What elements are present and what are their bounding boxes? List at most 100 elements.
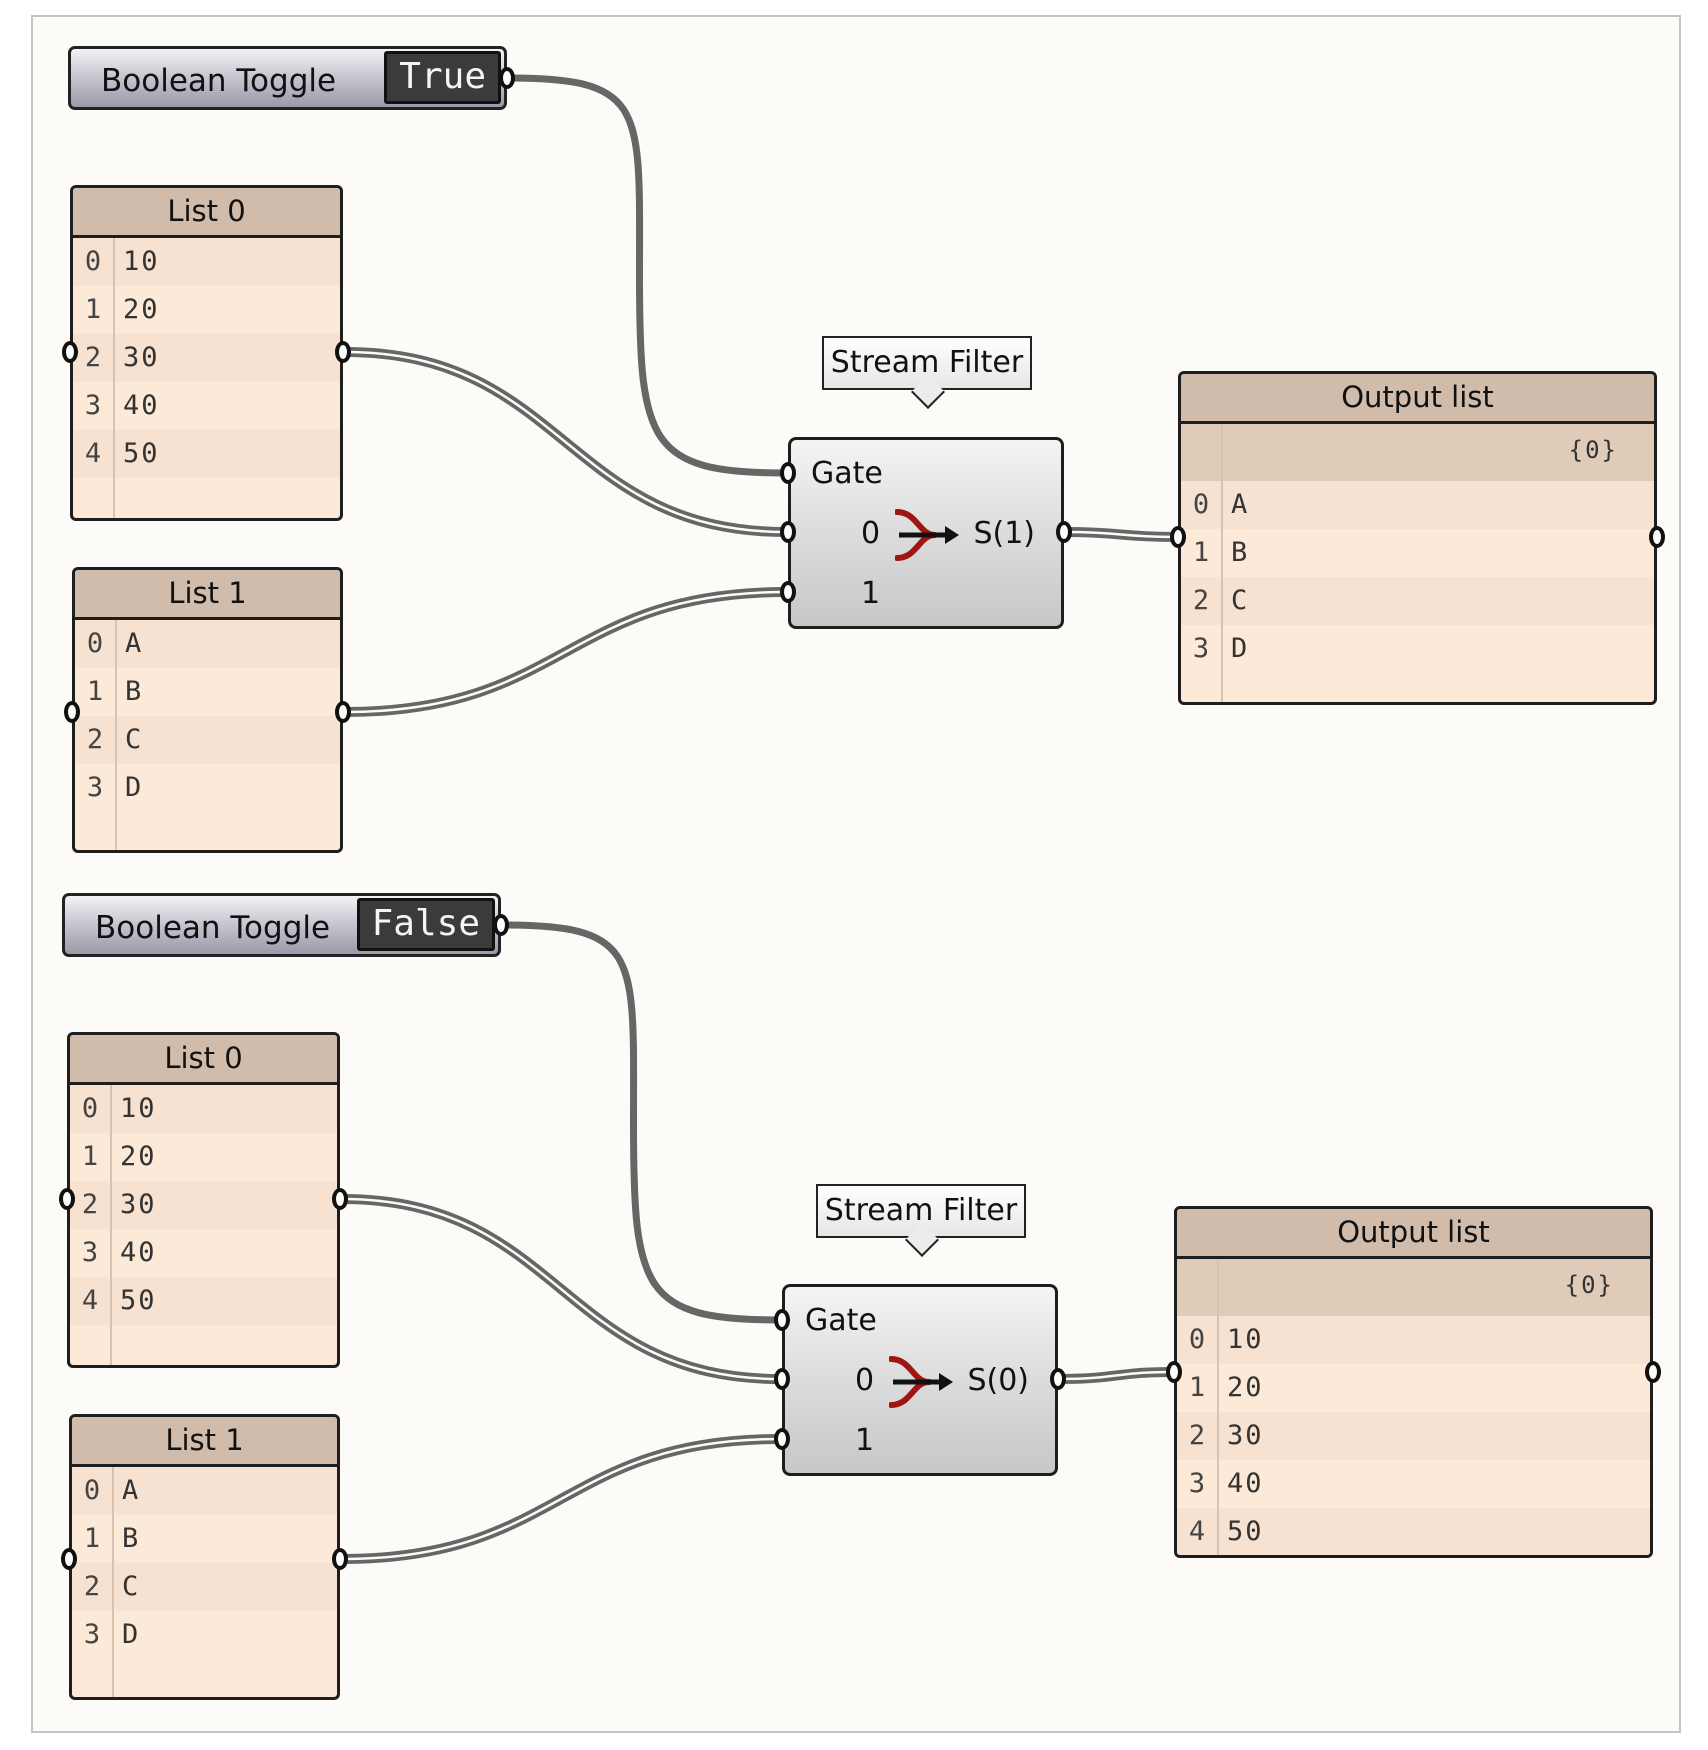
stream-output-label: S(1) <box>973 516 1035 551</box>
group2-stream-filter-tooltip: Stream Filter <box>816 1184 1026 1257</box>
list-item-value: 30 <box>120 1189 157 1220</box>
list-item: 0 10 <box>73 238 340 286</box>
panel-divider <box>110 1085 112 1365</box>
list-item-value: C <box>125 724 144 755</box>
output-panel-input-port[interactable] <box>1170 526 1186 548</box>
boolean-toggle-value[interactable]: False <box>356 898 495 951</box>
list-item-value: C <box>122 1571 141 1602</box>
list-item-index: 3 <box>83 1619 101 1650</box>
stream0-input-port[interactable] <box>774 1368 790 1390</box>
stream-filter-icon <box>894 506 961 568</box>
group1-wire-list1-to-stream1[interactable] <box>340 587 791 717</box>
list-item-value: 30 <box>1227 1420 1264 1451</box>
group1-wire-output-to-panel[interactable] <box>1061 527 1181 542</box>
group2-boolean-toggle[interactable]: Boolean Toggle False <box>62 893 501 957</box>
toggle-output-port[interactable] <box>499 67 515 89</box>
list-item-value: 40 <box>123 390 160 421</box>
panel-divider <box>115 620 117 850</box>
list-item-index: 2 <box>83 1571 101 1602</box>
list-item-value: B <box>122 1523 141 1554</box>
boolean-toggle-value[interactable]: True <box>384 51 501 104</box>
list-item-index: 2 <box>86 724 104 755</box>
output-panel-output-port[interactable] <box>1649 526 1665 548</box>
list-item-index: 1 <box>81 1141 99 1172</box>
list-item-value: D <box>1231 633 1250 664</box>
gate-input-port[interactable] <box>774 1309 790 1331</box>
list-item: 1 20 <box>1177 1364 1650 1412</box>
group2-wire-list1-to-stream1[interactable] <box>337 1434 785 1564</box>
stream0-input-port[interactable] <box>780 521 796 543</box>
list-item-value: 20 <box>1227 1372 1264 1403</box>
tooltip-text: Stream Filter <box>824 1193 1018 1228</box>
list-item-index: 1 <box>1188 1372 1206 1403</box>
group1-output-panel-title: Output list <box>1181 374 1654 424</box>
list1-output-port[interactable] <box>335 701 351 723</box>
panel-path-row: {0} <box>1181 424 1654 481</box>
list1-input-port[interactable] <box>64 701 80 723</box>
list-item-index: 0 <box>81 1093 99 1124</box>
list0-output-port[interactable] <box>335 341 351 363</box>
list-item-index: 2 <box>84 342 102 373</box>
list0-input-port[interactable] <box>59 1188 75 1210</box>
group1-wire-toggle-to-gate[interactable] <box>505 74 790 477</box>
stream1-input-port[interactable] <box>774 1428 790 1450</box>
list-item-index: 4 <box>84 438 102 469</box>
stream1-input-port[interactable] <box>780 581 796 603</box>
stream-output-port[interactable] <box>1050 1368 1066 1390</box>
list-item-value: 10 <box>123 246 160 277</box>
stream-filter-icon <box>888 1353 955 1415</box>
list-item-index: 0 <box>1188 1324 1206 1355</box>
group2-wire-output-to-panel[interactable] <box>1055 1367 1177 1384</box>
output-panel-input-port[interactable] <box>1166 1361 1182 1383</box>
toggle-output-port[interactable] <box>493 914 509 936</box>
list-item-value: 20 <box>123 294 160 325</box>
group2-wire-toggle-to-gate[interactable] <box>499 921 784 1324</box>
list-item-index: 0 <box>84 246 102 277</box>
group2-wire-list0-to-stream0[interactable] <box>337 1194 785 1384</box>
group2-output-panel-title: Output list <box>1177 1209 1650 1259</box>
list0-output-port[interactable] <box>332 1188 348 1210</box>
list-item-index: 4 <box>1188 1516 1206 1547</box>
panel-divider <box>113 238 115 518</box>
tooltip-text: Stream Filter <box>830 345 1024 380</box>
list-item-value: D <box>125 772 144 803</box>
gate-input-port[interactable] <box>780 462 796 484</box>
list1-output-port[interactable] <box>332 1548 348 1570</box>
list-item-index: 0 <box>1192 489 1210 520</box>
list1-input-port[interactable] <box>61 1548 77 1570</box>
panel-path-label: {0} <box>1564 1271 1614 1299</box>
group1-wire-list0-to-stream0[interactable] <box>340 347 791 537</box>
list-item-value: B <box>1231 537 1250 568</box>
stream-output-port[interactable] <box>1056 521 1072 543</box>
boolean-toggle-label: Boolean Toggle <box>95 910 331 946</box>
list-item-value: 40 <box>1227 1468 1264 1499</box>
list0-input-port[interactable] <box>62 341 78 363</box>
output-panel-output-port[interactable] <box>1645 1361 1661 1383</box>
